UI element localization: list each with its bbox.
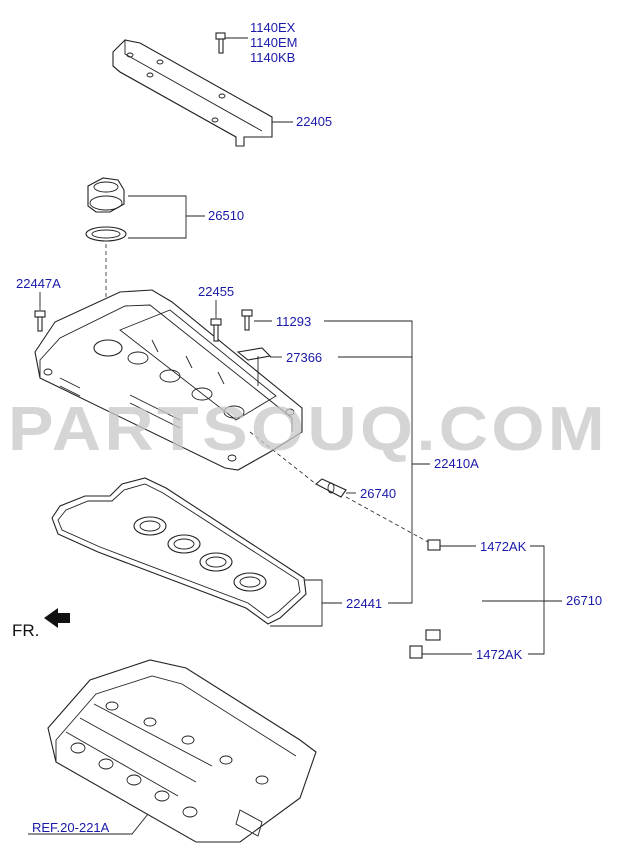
pcv-hose-part[interactable] — [436, 541, 483, 639]
hose-clip-top-part[interactable] — [427, 539, 441, 551]
pcv-valve-part[interactable] — [315, 478, 347, 498]
label-27366: 27366 — [286, 350, 322, 365]
label-1472ak-bottom: 1472AK — [476, 647, 523, 662]
cylinder-head-part[interactable] — [47, 659, 317, 843]
label-26740: 26740 — [360, 486, 396, 501]
cover-bolt-part[interactable] — [215, 32, 248, 54]
middle-bolt-part[interactable] — [210, 318, 222, 342]
oil-cap-seal-part[interactable] — [85, 226, 127, 242]
label-1140kb: 1140KB — [250, 50, 295, 65]
label-22410a: 22410A — [434, 456, 479, 471]
label-22447a: 22447A — [16, 276, 61, 291]
label-22441: 22441 — [346, 596, 382, 611]
head-cover-gasket-part[interactable] — [51, 477, 307, 625]
oil-filler-cap-part[interactable] — [87, 177, 125, 213]
label-1140ex: 1140EX — [250, 20, 296, 35]
label-1140em: 1140EM — [250, 35, 297, 50]
front-indicator-label: FR. — [12, 621, 39, 640]
hose-clip-bottom-part[interactable] — [409, 629, 441, 659]
label-22455: 22455 — [198, 284, 234, 299]
watermark-text: PARTSOUQ.COM — [8, 395, 608, 464]
reference-label[interactable]: REF.20-221A — [32, 820, 110, 835]
label-26510: 26510 — [208, 208, 244, 223]
bracket-part[interactable] — [236, 347, 272, 386]
label-26710: 26710 — [566, 593, 602, 608]
label-22405: 22405 — [296, 114, 332, 129]
engine-cover-part[interactable] — [112, 39, 273, 147]
label-11293: 11293 — [276, 314, 311, 329]
right-bolt-part[interactable] — [241, 309, 253, 331]
cylinder-head-cover-part[interactable] — [34, 289, 303, 471]
label-1472ak-top: 1472AK — [480, 539, 527, 554]
left-bolt-part[interactable] — [34, 310, 46, 332]
front-arrow-icon — [44, 608, 70, 628]
